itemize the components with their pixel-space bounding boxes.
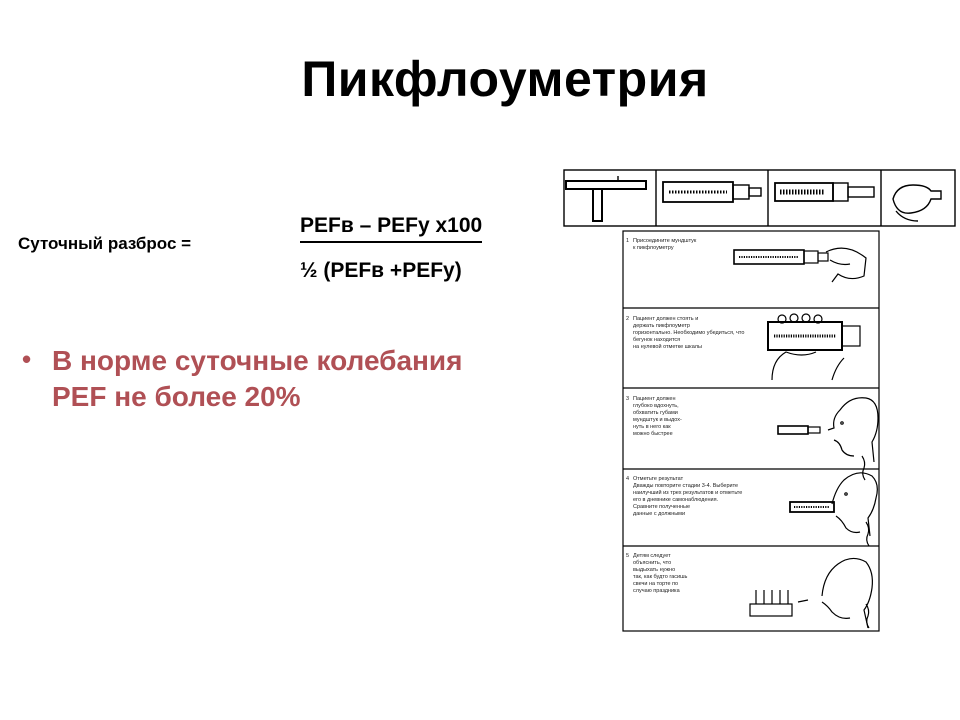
step-4-text-1: Отметьте результат (633, 476, 684, 482)
step-5-text-1: Детям следует (633, 553, 671, 559)
step-1-number: 1 (626, 238, 629, 244)
daily-variation-label: Суточный разброс = (18, 234, 192, 253)
step-2-text-4: бегунок находится (633, 337, 680, 343)
step-3-text-5: нуть в него как (633, 424, 671, 430)
bullet-line-1: В норме суточные колебания (52, 345, 463, 376)
step-3-text-2: глубоко вдохнуть, (633, 403, 679, 409)
step-4-text-5: Сравните полученные (633, 504, 690, 510)
step-2-text-2: держать пикфлоуметр (633, 323, 690, 329)
step-4-text-6: данные с должными (633, 511, 685, 517)
step-5-text-5: свечи на торте по (633, 581, 678, 587)
step-3-text-3: обхватить губами (633, 410, 678, 416)
bullet-item: • В норме суточные колебания PEF не боле… (22, 343, 542, 415)
step-4-text-2: Дважды повторите стадии 3-4. Выберите (633, 483, 738, 489)
step-5-text-4: так, как будто гасишь (633, 574, 688, 580)
step-4-number: 4 (626, 476, 629, 482)
step-3-number: 3 (626, 396, 629, 402)
step-1-text-2: к пикфлоуметру (633, 245, 674, 251)
formula-denominator: ½ (PEFв +PEFу) (300, 259, 462, 282)
step-2-number: 2 (626, 316, 629, 322)
step-3-text-1: Пациент должен (633, 396, 676, 402)
step-4-text-4: его в дневнике самонаблюдения. (633, 497, 719, 503)
step-4-text-3: наилучший из трех результатов и отметьте (633, 489, 742, 496)
step-5-text-2: объяснить, что (633, 560, 671, 566)
formula: PEFв – PEFу х100 ½ (PEFв +PEFу) (300, 214, 483, 283)
step-2-text-1: Пациент должен стоять и (633, 316, 698, 322)
step-5-text-3: выдыхать нужно (633, 567, 675, 573)
formula-numerator: PEFв – PEFу х100 (300, 214, 483, 243)
step-3-text-4: мундштук и выдох- (633, 417, 682, 423)
step-3-text-6: можно быстрее (633, 431, 673, 437)
bullet-dot-icon: • (22, 344, 32, 374)
step-2-text-5: на нулевой отметке шкалы (633, 343, 702, 350)
step-2-text-3: горизонтально. Необходимо убедиться, что (633, 330, 744, 336)
peak-flow-instruction-panels: Присоедините мундштук к пикфлоуметру 1 2… (622, 230, 880, 632)
peak-flow-meter-illustration-strip (563, 169, 956, 227)
step-5-number: 5 (626, 553, 629, 559)
step-1-text-1: Присоедините мундштук (633, 238, 697, 244)
slide-title: Пикфлоуметрия (301, 51, 709, 107)
step-5-text-6: случаю праздника (633, 588, 681, 594)
bullet-line-2: PEF не более 20% (52, 381, 301, 412)
